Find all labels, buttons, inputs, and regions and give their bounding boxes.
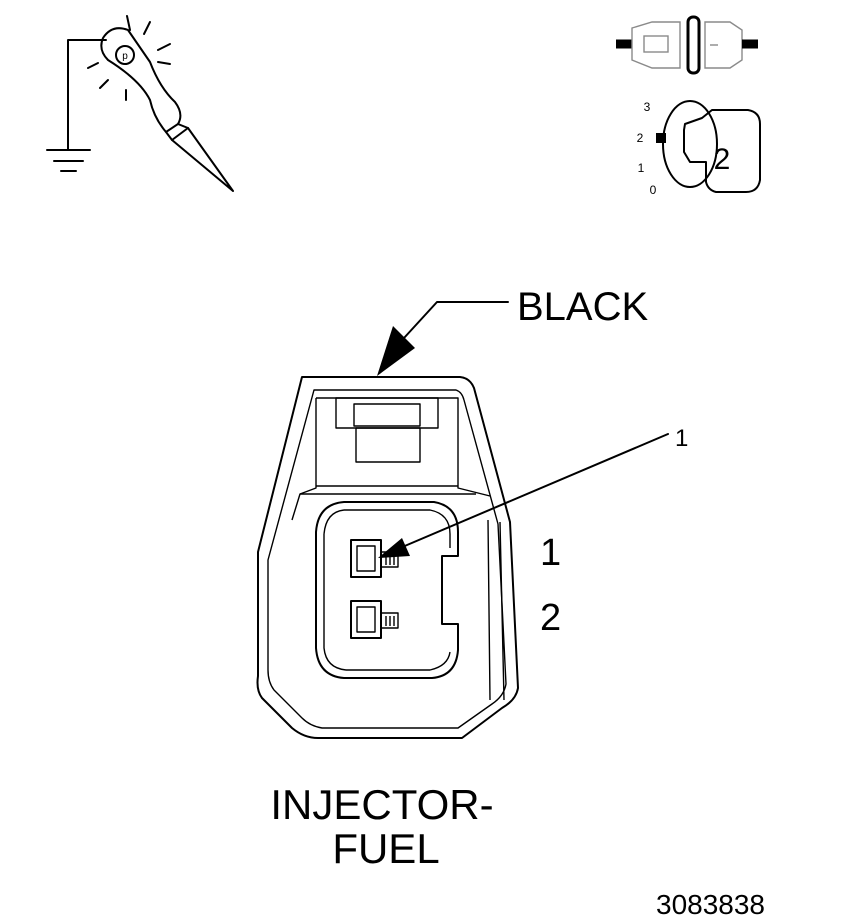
ignition-position-3: 3: [644, 100, 651, 114]
connector-name-line2: FUEL: [332, 825, 439, 872]
disconnected-connector-icon: [616, 15, 758, 75]
pin-number-2: 2: [540, 597, 561, 639]
terminal-1: [350, 539, 399, 578]
connector-housing: [256, 376, 519, 739]
ignition-key-position-icon: 3 2 1 0 2: [637, 100, 761, 197]
svg-text:p: p: [122, 51, 128, 62]
pin-number-1: 1: [540, 532, 561, 574]
ignition-position-0: 0: [650, 183, 657, 197]
figure-id: 3083838: [656, 889, 765, 920]
test-probe-to-ground-icon: p: [46, 15, 234, 192]
connector-name-line1: INJECTOR-: [270, 781, 493, 828]
callout-number-1: 1: [675, 425, 688, 452]
ignition-position-1: 1: [638, 161, 645, 175]
connector-color-label: BLACK: [517, 285, 648, 329]
ignition-position-2: 2: [637, 131, 644, 145]
color-leader-arrow: [377, 301, 509, 376]
terminal-2: [350, 600, 399, 639]
callout-leader-1: [378, 433, 669, 558]
ignition-key-label: 2: [714, 143, 731, 176]
